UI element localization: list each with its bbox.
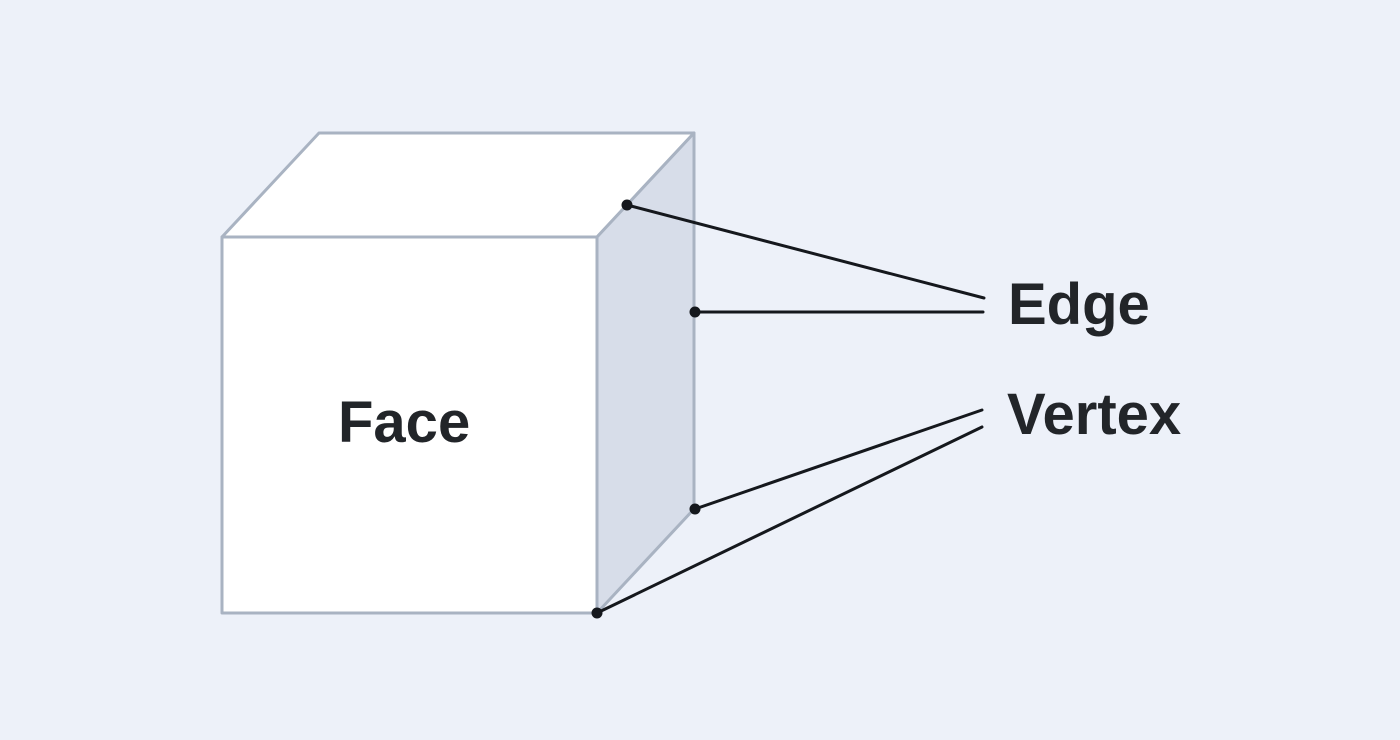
- vertex-label: Vertex: [1007, 382, 1182, 447]
- callout-annotations: [591, 199, 986, 619]
- callout-line-edge-1: [625, 203, 986, 300]
- callout-dot-edge-1: [621, 199, 633, 211]
- callout-dot-vertex-4: [591, 607, 603, 619]
- edge-label: Edge: [1008, 272, 1150, 337]
- face-label: Face: [338, 390, 471, 455]
- callout-dot-vertex-3: [689, 503, 701, 515]
- callout-line-vertex-3: [693, 408, 984, 511]
- cube-shape: [220, 131, 696, 615]
- callout-line-vertex-4: [595, 425, 984, 615]
- callout-dot-edge-2: [689, 306, 701, 318]
